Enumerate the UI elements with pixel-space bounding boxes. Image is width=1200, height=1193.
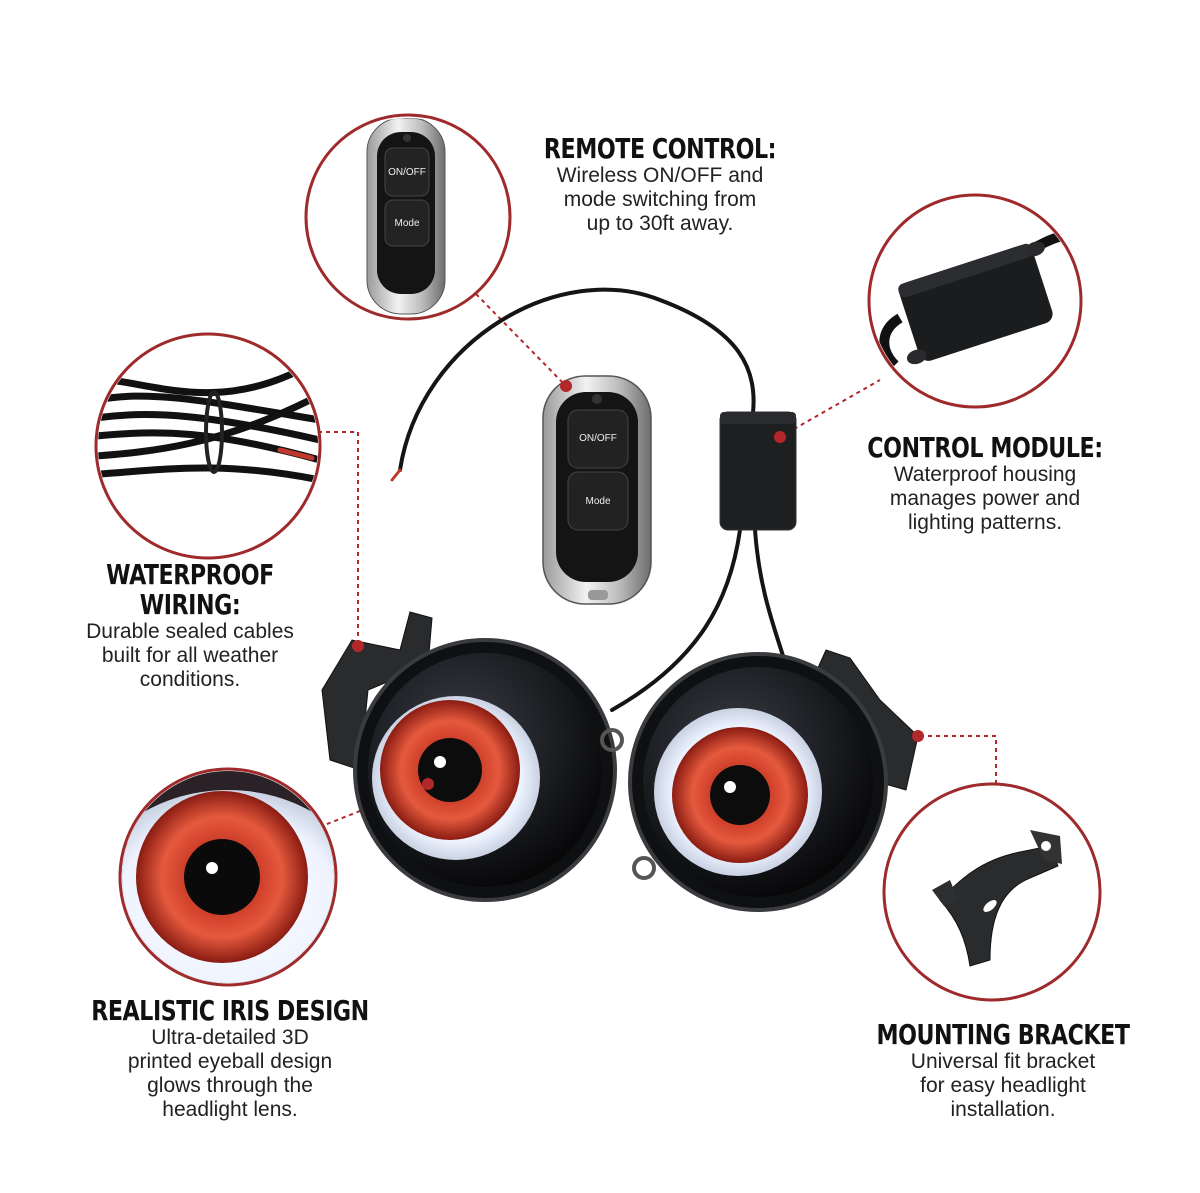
zoom-on-off-label: ON/OFF bbox=[388, 167, 426, 178]
iris-design-description: Ultra-detailed 3D printed eyeball design… bbox=[127, 1026, 333, 1121]
waterproof-wiring-title: WATERPROOF WIRING: bbox=[106, 558, 274, 621]
wiring-bundle-icon bbox=[98, 366, 318, 484]
remote-control-feature: REMOTE CONTROL: Wireless ON/OFF and mode… bbox=[520, 134, 800, 236]
bracket-callout-circle bbox=[882, 782, 1102, 1002]
mode-button-label: Mode bbox=[585, 496, 610, 507]
mounting-bracket-title: MOUNTING BRACKET bbox=[876, 1018, 1130, 1051]
waterproof-wiring-feature: WATERPROOF WIRING: Durable sealed cables… bbox=[60, 560, 320, 692]
iris-closeup-icon bbox=[122, 771, 334, 983]
control-module-icon bbox=[879, 230, 1079, 369]
zoom-mode-label: Mode bbox=[394, 218, 419, 229]
waterproof-wiring-description: Durable sealed cables built for all weat… bbox=[86, 620, 294, 691]
iris-design-title: REALISTIC IRIS DESIGN bbox=[91, 994, 369, 1027]
remote-control-description: Wireless ON/OFF and mode switching from … bbox=[556, 164, 764, 235]
control-module-description: Waterproof housing manages power and lig… bbox=[889, 463, 1081, 534]
control-module-title: CONTROL MODULE: bbox=[867, 431, 1103, 464]
remote-control-title: REMOTE CONTROL: bbox=[543, 132, 777, 165]
on-off-button-label: ON/OFF bbox=[579, 433, 617, 444]
remote-control-icon: ON/OFF Mode bbox=[366, 118, 446, 315]
control-module-feature: CONTROL MODULE: Waterproof housing manag… bbox=[840, 433, 1130, 535]
iris-design-feature: REALISTIC IRIS DESIGN Ultra-detailed 3D … bbox=[70, 996, 390, 1122]
remote-control-center: ON/OFF Mode bbox=[542, 375, 652, 605]
remote-callout-circle: ON/OFF Mode bbox=[304, 113, 512, 321]
wiring-callout-circle bbox=[94, 332, 322, 560]
callout-leaders bbox=[311, 293, 997, 831]
iris-callout-circle bbox=[118, 767, 338, 987]
control-module-center bbox=[719, 411, 797, 531]
module-callout-circle bbox=[867, 193, 1083, 409]
mounting-bracket-icon bbox=[932, 830, 1062, 967]
mounting-bracket-feature: MOUNTING BRACKET Universal fit bracket f… bbox=[848, 1020, 1158, 1122]
headlight-left bbox=[321, 611, 624, 902]
headlight-right bbox=[628, 649, 924, 912]
mounting-bracket-description: Universal fit bracket for easy headlight… bbox=[910, 1050, 1096, 1121]
